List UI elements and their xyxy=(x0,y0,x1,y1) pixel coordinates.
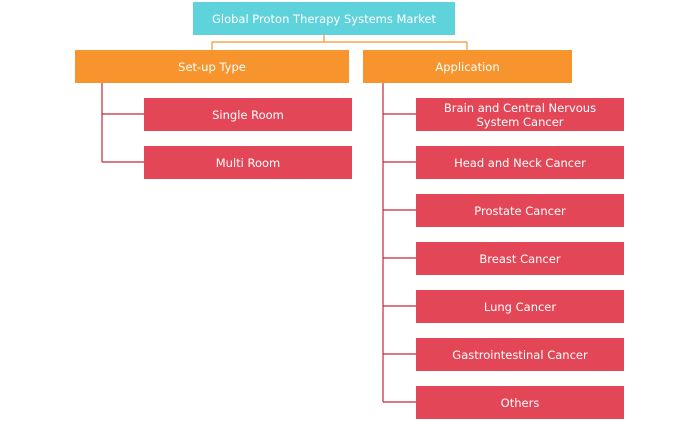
leaf-multi-room: Multi Room xyxy=(144,146,352,179)
leaf-single-room: Single Room xyxy=(144,98,352,131)
leaf-prostate-cancer: Prostate Cancer xyxy=(416,194,624,227)
leaf-lung-cancer: Lung Cancer xyxy=(416,290,624,323)
root-connectors xyxy=(211,35,468,50)
setup-connectors xyxy=(101,83,144,163)
leaf-breast-cancer: Breast Cancer xyxy=(416,242,624,275)
leaf-head-neck-cancer: Head and Neck Cancer xyxy=(416,146,624,179)
category-application: Application xyxy=(363,50,572,83)
leaf-others: Others xyxy=(416,386,624,419)
application-connectors xyxy=(382,83,416,403)
leaf-brain-cns-cancer: Brain and Central Nervous System Cancer xyxy=(416,98,624,131)
leaf-gastrointestinal-cancer: Gastrointestinal Cancer xyxy=(416,338,624,371)
category-setup-type: Set-up Type xyxy=(75,50,349,83)
root-node: Global Proton Therapy Systems Market xyxy=(193,2,455,35)
